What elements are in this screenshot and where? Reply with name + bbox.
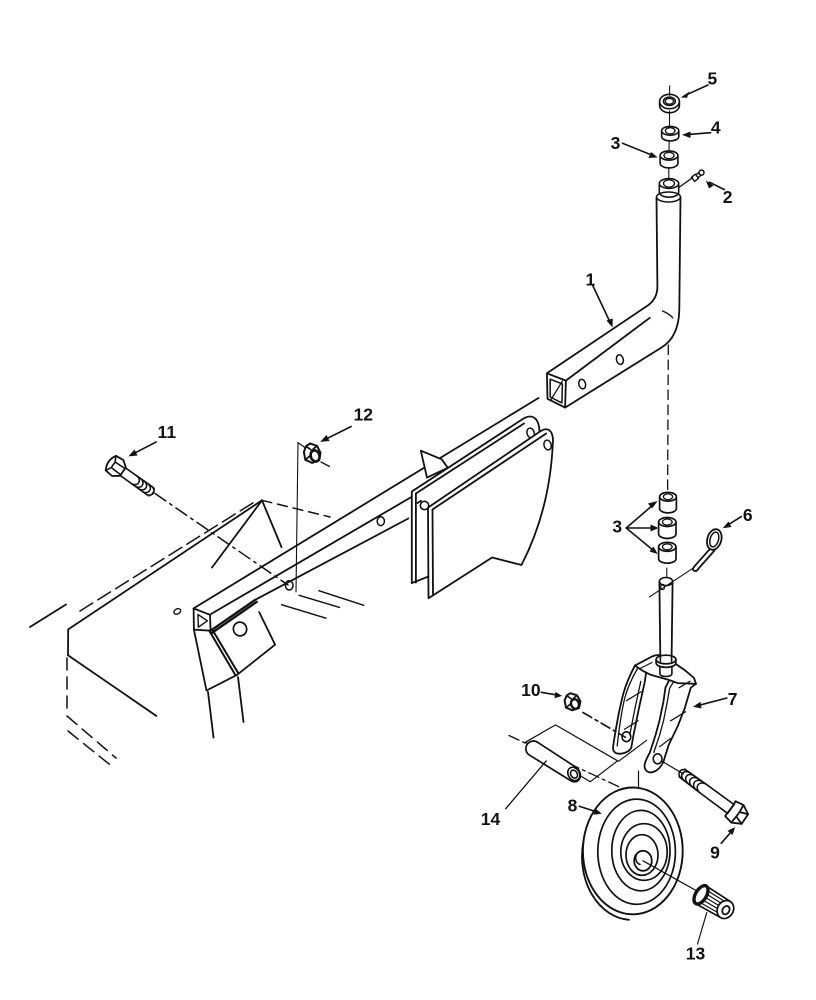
svg-text:3: 3: [611, 133, 621, 153]
svg-text:5: 5: [708, 69, 718, 89]
svg-text:10: 10: [521, 680, 541, 700]
svg-text:6: 6: [743, 505, 753, 525]
svg-text:3: 3: [612, 517, 622, 537]
svg-text:11: 11: [158, 422, 177, 442]
svg-text:14: 14: [481, 809, 501, 829]
svg-text:4: 4: [711, 118, 721, 138]
svg-text:13: 13: [686, 944, 706, 964]
svg-text:9: 9: [710, 842, 720, 862]
svg-text:2: 2: [723, 187, 733, 207]
svg-text:8: 8: [568, 796, 578, 816]
svg-text:12: 12: [354, 405, 374, 425]
svg-text:7: 7: [728, 689, 738, 709]
svg-text:1: 1: [586, 270, 596, 290]
